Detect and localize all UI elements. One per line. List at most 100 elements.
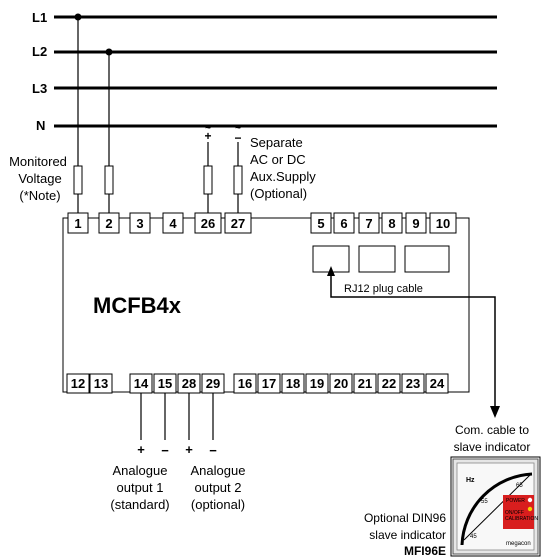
line-label-l1: L1 xyxy=(32,10,47,25)
arrow-down-icon xyxy=(490,406,500,418)
terminal: 13 xyxy=(89,373,113,394)
svg-text:28: 28 xyxy=(182,376,196,391)
indicator-brand: megacon xyxy=(506,541,531,547)
voltage-tap-1 xyxy=(73,13,83,215)
terminal: 19 xyxy=(305,373,329,394)
svg-text:18: 18 xyxy=(286,376,300,391)
svg-text:1: 1 xyxy=(74,216,81,231)
svg-text:(optional): (optional) xyxy=(191,497,245,512)
svg-text:Aux.Supply: Aux.Supply xyxy=(250,169,316,184)
rj12-socket xyxy=(404,245,450,273)
slave-indicator-image: Hz 45 55 65 POWER ON/OFF CALIBRATION meg… xyxy=(450,456,541,557)
terminal: 2 xyxy=(98,212,120,234)
terminal: 27 xyxy=(224,212,252,234)
svg-text:Analogue: Analogue xyxy=(113,463,168,478)
ac-tilde-icon: ~ xyxy=(235,123,241,134)
analogue-output-2-label: Analogue output 2 (optional) xyxy=(191,463,246,512)
terminal: 22 xyxy=(377,373,401,394)
line-l1: L1 xyxy=(32,10,497,25)
ac-tilde-icon: ~ xyxy=(205,123,211,134)
output-minus-sign: − xyxy=(209,443,217,458)
indicator-led xyxy=(527,497,533,503)
svg-text:slave indicator: slave indicator xyxy=(454,440,531,454)
svg-text:26: 26 xyxy=(201,216,215,231)
svg-text:Separate: Separate xyxy=(250,135,303,150)
rj12-sockets xyxy=(312,245,450,273)
rj12-label: RJ12 plug cable xyxy=(344,283,423,295)
terminal: 4 xyxy=(162,212,184,234)
aux-plus-sign: + xyxy=(204,129,211,143)
svg-text:output 1: output 1 xyxy=(117,480,164,495)
svg-text:Voltage: Voltage xyxy=(18,171,61,186)
svg-text:output 2: output 2 xyxy=(195,480,242,495)
arrow-up-icon xyxy=(327,266,335,276)
optional-indicator-label: Optional DIN96 slave indicator MFI96E xyxy=(364,511,446,558)
svg-text:6: 6 xyxy=(340,216,347,231)
rj12-cable xyxy=(327,266,500,418)
svg-text:17: 17 xyxy=(262,376,276,391)
line-label-l2: L2 xyxy=(32,44,47,59)
svg-text:Monitored: Monitored xyxy=(9,154,67,169)
fuse-icon xyxy=(203,165,213,195)
terminal: 9 xyxy=(405,212,427,234)
rj12-socket xyxy=(358,245,396,273)
terminal: 10 xyxy=(429,212,457,234)
svg-text:7: 7 xyxy=(365,216,372,231)
svg-text:AC or DC: AC or DC xyxy=(250,152,306,167)
svg-text:3: 3 xyxy=(136,216,143,231)
voltage-tap-2 xyxy=(104,48,114,215)
svg-text:Analogue: Analogue xyxy=(191,463,246,478)
terminal-strip-bottom: 12 13 14 15 28 29 16 17 18 19 20 21 22 2… xyxy=(66,373,449,394)
svg-text:21: 21 xyxy=(358,376,372,391)
svg-text:16: 16 xyxy=(238,376,252,391)
fuse-icon xyxy=(104,165,114,195)
terminal: 29 xyxy=(201,373,225,394)
svg-text:Optional DIN96: Optional DIN96 xyxy=(364,511,446,525)
terminal: 5 xyxy=(310,212,332,234)
monitored-voltage-label: Monitored Voltage (*Note) xyxy=(9,154,67,203)
fuse-icon xyxy=(73,165,83,195)
svg-text:14: 14 xyxy=(134,376,149,391)
line-label-n: N xyxy=(36,118,45,133)
output-minus-sign: − xyxy=(161,443,169,458)
terminal: 24 xyxy=(425,373,449,394)
supply-lines: L1 L2 L3 N xyxy=(32,10,497,133)
analogue-output-wires: + − + − xyxy=(137,393,217,458)
svg-text:ON/OFF: ON/OFF xyxy=(505,510,524,516)
com-cable-label: Com. cable to slave indicator xyxy=(454,423,531,454)
terminal: 15 xyxy=(153,373,177,394)
svg-text:(*Note): (*Note) xyxy=(19,188,60,203)
terminal: 18 xyxy=(281,373,305,394)
svg-text:29: 29 xyxy=(206,376,220,391)
svg-text:45: 45 xyxy=(470,534,477,540)
svg-text:20: 20 xyxy=(334,376,348,391)
device-body xyxy=(62,217,470,393)
svg-text:8: 8 xyxy=(388,216,395,231)
fuse-icon xyxy=(233,165,243,195)
svg-text:23: 23 xyxy=(406,376,420,391)
dial-needle xyxy=(463,474,531,541)
terminal: 21 xyxy=(353,373,377,394)
device-name: MCFB4x xyxy=(93,293,182,318)
svg-text:(Optional): (Optional) xyxy=(250,186,307,201)
svg-text:slave indicator: slave indicator xyxy=(369,528,446,542)
svg-text:POWER: POWER xyxy=(506,498,525,504)
indicator-model: MFI96E xyxy=(404,544,446,558)
svg-text:12: 12 xyxy=(71,376,85,391)
line-l2: L2 xyxy=(32,44,497,59)
indicator-led xyxy=(527,506,533,512)
aux-minus-sign: − xyxy=(234,131,241,145)
terminal: 20 xyxy=(329,373,353,394)
terminal: 1 xyxy=(67,212,89,234)
svg-text:Com. cable to: Com. cable to xyxy=(455,423,529,437)
analogue-output-1-label: Analogue output 1 (standard) xyxy=(110,463,169,512)
svg-text:CALIBRATION: CALIBRATION xyxy=(505,516,538,522)
svg-text:22: 22 xyxy=(382,376,396,391)
terminal: 12 xyxy=(66,373,90,394)
terminal: 26 xyxy=(194,212,222,234)
svg-text:27: 27 xyxy=(231,216,245,231)
terminal: 14 xyxy=(129,373,153,394)
svg-text:4: 4 xyxy=(169,216,177,231)
terminal: 23 xyxy=(401,373,425,394)
